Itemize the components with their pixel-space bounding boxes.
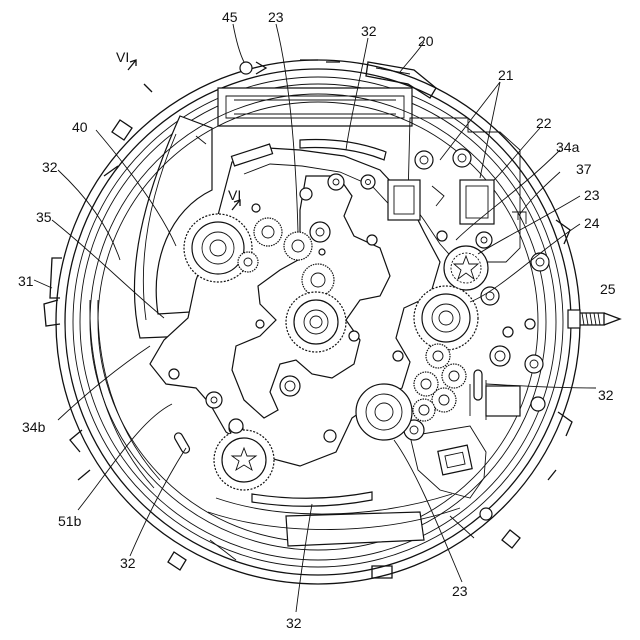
lower-right-module: [410, 380, 520, 498]
label-35: 35: [36, 209, 52, 225]
label-32-bottom-left: 32: [120, 555, 136, 571]
label-23-bottom: 23: [452, 583, 468, 599]
label-32-left: 32: [42, 159, 58, 175]
label-34a: 34a: [556, 139, 580, 155]
label-20: 20: [418, 33, 434, 49]
label-37: 37: [576, 161, 592, 177]
label-vi-top: VI: [116, 49, 129, 65]
label-32-top: 32: [361, 23, 377, 39]
label-23-right: 23: [584, 187, 600, 203]
label-22: 22: [536, 115, 552, 131]
label-vi-mid: VI: [228, 187, 241, 203]
label-32-bottom: 32: [286, 615, 302, 631]
label-21: 21: [498, 67, 514, 83]
label-23-top: 23: [268, 9, 284, 25]
label-31: 31: [18, 273, 34, 289]
label-51b: 51b: [58, 513, 82, 529]
label-24: 24: [584, 215, 600, 231]
winding-stem: [568, 310, 620, 328]
label-32-right: 32: [598, 387, 614, 403]
label-34b: 34b: [22, 419, 46, 435]
label-25: 25: [600, 281, 616, 297]
label-40: 40: [72, 119, 88, 135]
label-45: 45: [222, 9, 238, 25]
